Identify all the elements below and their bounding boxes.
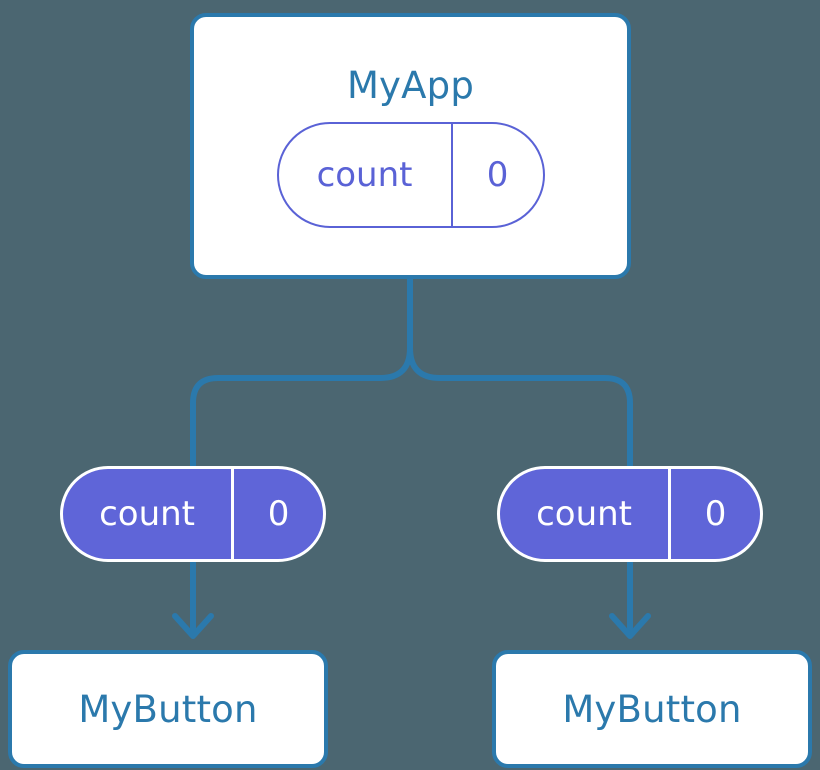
state-pill-right-child[interactable]: count 0 — [497, 466, 763, 562]
component-mybutton-left[interactable]: MyButton — [8, 650, 328, 768]
state-pill-right-child-value: 0 — [668, 469, 760, 559]
state-pill-myapp-key: count — [316, 155, 413, 195]
connector-to-right-child — [440, 375, 633, 466]
arrow-head-left-icon — [172, 613, 214, 639]
state-pill-myapp-value: 0 — [450, 124, 543, 226]
state-pill-left-child-value: 0 — [231, 469, 323, 559]
arrow-head-right-icon — [609, 613, 651, 639]
component-myapp-title: MyApp — [346, 64, 475, 107]
component-mybutton-right-title: MyButton — [562, 687, 742, 731]
component-mybutton-left-title: MyButton — [78, 687, 258, 731]
state-pill-left-child-key: count — [99, 494, 196, 534]
state-pill-left-child[interactable]: count 0 — [60, 466, 326, 562]
component-mybutton-right[interactable]: MyButton — [492, 650, 812, 768]
state-pill-right-child-key: count — [536, 494, 633, 534]
connector-trunk-mirror — [379, 347, 413, 381]
connector-trunk — [407, 279, 441, 381]
state-pill-myapp[interactable]: count 0 — [276, 122, 545, 228]
connector-to-left-child — [190, 375, 380, 466]
component-myapp[interactable]: MyApp count 0 — [190, 13, 631, 279]
